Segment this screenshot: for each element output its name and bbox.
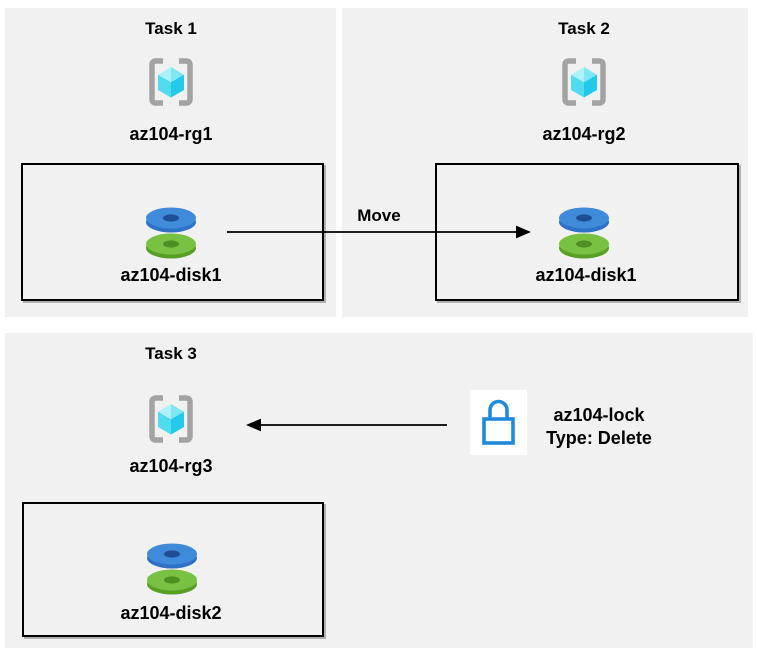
managed-disk-icon xyxy=(146,207,196,259)
task3-rg-label: az104-rg3 xyxy=(129,456,213,476)
resource-group-icon xyxy=(149,58,193,106)
managed-disk-icon xyxy=(144,203,198,266)
resource-group-icon xyxy=(556,54,612,115)
managed-disk-icon xyxy=(147,543,197,595)
task2-disk-label: az104-disk1 xyxy=(535,265,637,285)
move-arrow-label: Move xyxy=(357,206,401,225)
task2-rg-label: az104-rg2 xyxy=(542,124,626,144)
resource-group-icon xyxy=(143,391,199,452)
task1-rg-label: az104-rg1 xyxy=(129,124,213,144)
task3-title: Task 3 xyxy=(145,344,197,363)
task3-resource-box xyxy=(22,502,324,637)
task2-title: Task 2 xyxy=(558,19,610,38)
task1-disk-label: az104-disk1 xyxy=(120,265,222,285)
resource-group-icon xyxy=(143,54,199,115)
managed-disk-icon xyxy=(559,207,609,259)
task1-title: Task 1 xyxy=(145,19,197,38)
panel-task3 xyxy=(5,333,753,648)
task3-disk-label: az104-disk2 xyxy=(120,603,222,623)
panel-task1 xyxy=(5,8,336,317)
lock-name-label: az104-lock xyxy=(553,405,645,425)
lock-caption: az104-lock Type: Delete xyxy=(524,404,674,450)
lock-icon xyxy=(482,399,515,445)
resource-group-icon xyxy=(562,58,606,106)
managed-disk-icon xyxy=(557,203,611,266)
panel-task2 xyxy=(342,8,748,317)
managed-disk-icon xyxy=(145,539,199,602)
lock-icon xyxy=(470,390,527,455)
lock-type-label: Type: Delete xyxy=(546,428,652,448)
resource-group-icon xyxy=(149,395,193,443)
